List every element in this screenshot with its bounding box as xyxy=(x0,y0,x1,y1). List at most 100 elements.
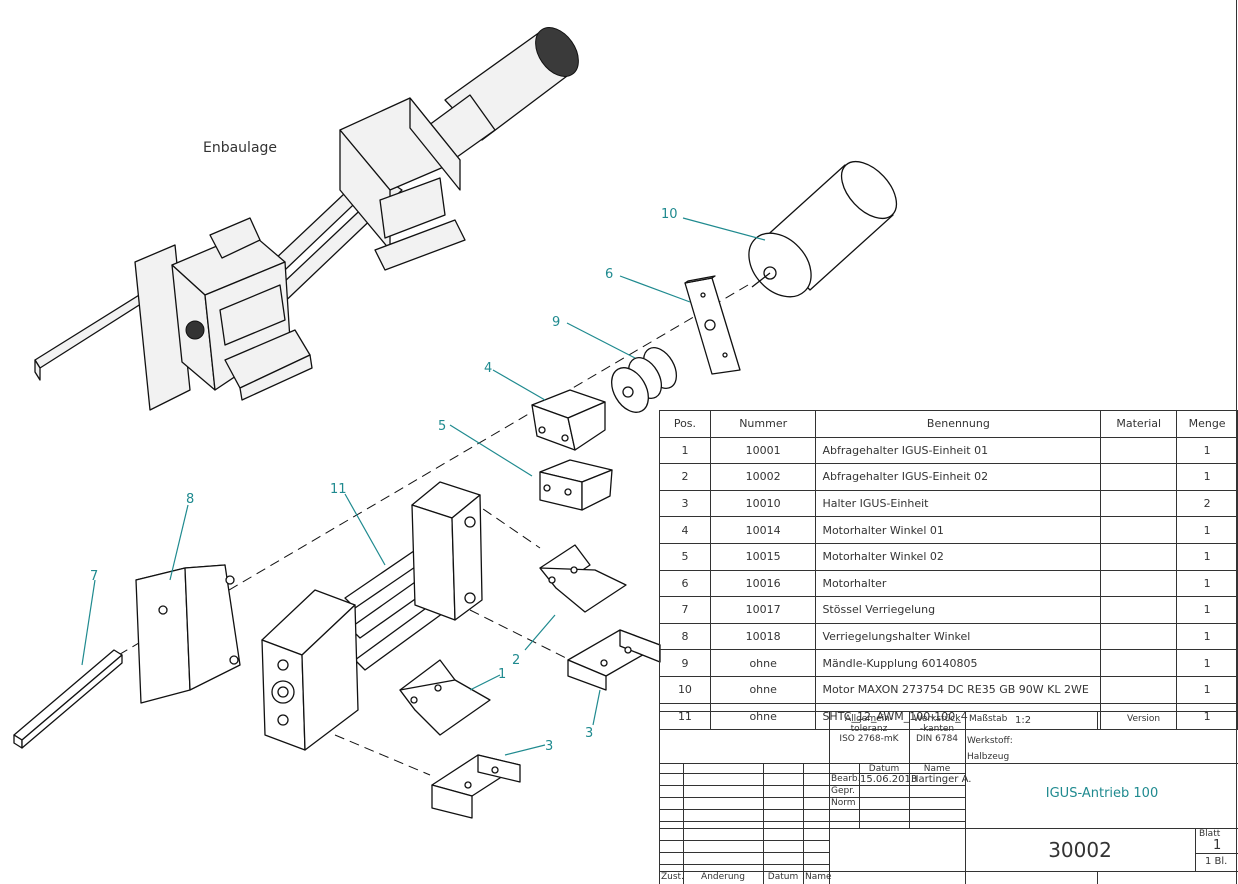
rev-zust: Zust. xyxy=(661,872,684,882)
cell-material xyxy=(1100,702,1178,731)
cell-benennung: Motorhalter Winkel 02 xyxy=(815,542,1102,571)
cell-material xyxy=(1100,463,1178,491)
cell-nummer: 10010 xyxy=(709,489,817,518)
part-1-sensor-holder-01 xyxy=(399,659,491,736)
cell-material xyxy=(1100,569,1178,598)
front-block-assembly xyxy=(261,589,359,751)
cell-nummer: ohne xyxy=(709,649,817,677)
cell-pos: 10 xyxy=(659,675,711,704)
cell-material xyxy=(1100,489,1178,518)
name-header: Name xyxy=(923,764,951,774)
drawing-title: IGUS-Antrieb 100 xyxy=(1045,786,1159,801)
cell-menge: 2 xyxy=(1176,489,1238,518)
cell-pos: 8 xyxy=(659,622,711,651)
rev-aenderung: Änderung xyxy=(701,872,745,882)
cell-material xyxy=(1100,622,1178,651)
installed-assembly-view: Enbaulage xyxy=(34,27,579,411)
cell-benennung: Motorhalter xyxy=(815,569,1102,598)
cell-material xyxy=(1100,436,1178,465)
scale-label: Maßstab xyxy=(969,714,1008,724)
general-tolerance: Allgemein- toleranz ISO 2768-mK xyxy=(839,714,899,744)
cell-menge: 1 xyxy=(1176,675,1238,704)
gepr-label: Gepr. xyxy=(831,786,855,796)
cell-nummer: 10015 xyxy=(709,542,817,571)
cell-pos: 9 xyxy=(659,649,711,677)
part-5-motor-bracket-02 xyxy=(539,459,613,511)
cell-benennung: Mändle-Kupplung 60140805 xyxy=(815,649,1102,677)
cell-nummer: ohne xyxy=(709,702,817,731)
part-11-linear-unit xyxy=(344,481,483,671)
header-menge: Menge xyxy=(1176,410,1238,438)
sheet-number: 1 xyxy=(1213,838,1222,853)
cell-benennung: Motorhalter Winkel 01 xyxy=(815,516,1102,544)
cell-benennung: Halter IGUS-Einheit xyxy=(815,489,1102,518)
material-label: Werkstoff: xyxy=(967,736,1013,746)
part-4-motor-bracket-01 xyxy=(531,389,606,451)
sheet-total: 1 Bl. xyxy=(1205,856,1228,867)
part-3-holder-lower xyxy=(431,754,521,819)
cell-pos: 5 xyxy=(659,542,711,571)
header-nummer: Nummer xyxy=(709,410,817,438)
cell-benennung: SHTC_12_AWM_100-100_4 xyxy=(815,702,1102,731)
exploded-view: 10 6 9 4 5 11 8 7 2 1 3 3 xyxy=(13,160,898,819)
part-8-locking-bracket xyxy=(135,564,241,704)
balloon-5: 5 xyxy=(438,419,446,434)
balloon-4: 4 xyxy=(484,361,492,376)
cell-material xyxy=(1100,516,1178,544)
cell-menge: 1 xyxy=(1176,622,1238,651)
header-pos: Pos. xyxy=(659,410,711,438)
part-2-sensor-holder-02 xyxy=(539,544,627,613)
parts-list-header-row: Pos. Nummer Benennung Material Menge xyxy=(659,410,1238,438)
workpiece-edges: Werkstück -kanten DIN 6784 xyxy=(913,714,961,744)
header-material: Material xyxy=(1100,410,1178,438)
balloon-8: 8 xyxy=(186,492,194,507)
rev-name: Name xyxy=(805,872,832,882)
cell-menge: 1 xyxy=(1176,649,1238,677)
balloon-11: 11 xyxy=(330,482,347,497)
balloon-10: 10 xyxy=(661,207,678,222)
version-label: Version xyxy=(1127,714,1161,724)
title-block: Allgemein- toleranz ISO 2768-mK Werkstüc… xyxy=(659,711,1238,884)
cell-benennung: Abfragehalter IGUS-Einheit 02 xyxy=(815,463,1102,491)
cell-menge: 1 xyxy=(1176,596,1238,624)
cell-nummer: 10001 xyxy=(709,436,817,465)
datum-header: Datum xyxy=(868,764,900,774)
cell-pos: 7 xyxy=(659,596,711,624)
part-3-holder-upper xyxy=(567,629,661,691)
part-9-coupling xyxy=(611,347,678,413)
sheet-label: Blatt xyxy=(1199,829,1221,839)
cell-benennung: Motor MAXON 273754 DC RE35 GB 90W KL 2WE xyxy=(815,675,1102,704)
balloon-3-lower: 3 xyxy=(545,739,553,754)
cell-nummer: 10002 xyxy=(709,463,817,491)
cell-menge: 1 xyxy=(1176,516,1238,544)
cell-material xyxy=(1100,675,1178,704)
cell-pos: 3 xyxy=(659,489,711,518)
balloon-3-upper: 3 xyxy=(585,726,593,741)
cell-benennung: Verriegelungshalter Winkel xyxy=(815,622,1102,651)
scale-value: 1:2 xyxy=(1015,715,1032,726)
cell-nummer: 10014 xyxy=(709,516,817,544)
cell-benennung: Stössel Verriegelung xyxy=(815,596,1102,624)
cell-pos: 11 xyxy=(659,702,711,731)
bearb-date: 15.06.2013 xyxy=(860,774,918,785)
balloon-1: 1 xyxy=(498,667,506,682)
cell-pos: 2 xyxy=(659,463,711,491)
cell-nummer: ohne xyxy=(709,675,817,704)
bearb-name: Hartinger A. xyxy=(911,774,972,785)
cell-material xyxy=(1100,596,1178,624)
bearb-label: Bearb. xyxy=(831,774,861,784)
cell-menge: 1 xyxy=(1176,463,1238,491)
